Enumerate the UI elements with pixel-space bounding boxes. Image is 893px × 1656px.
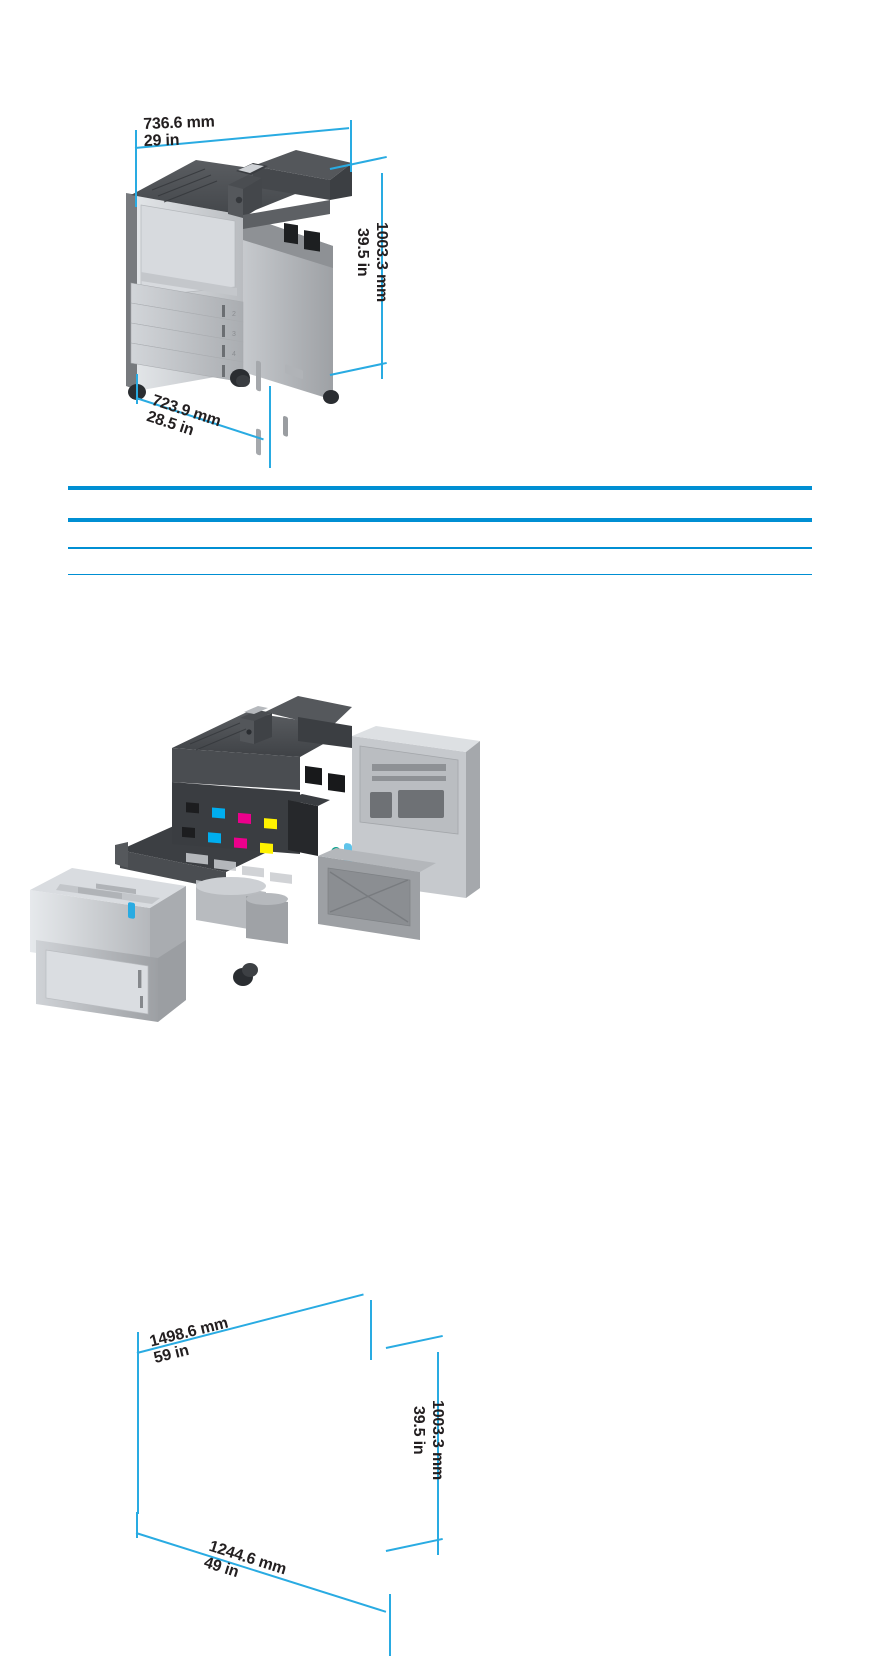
dim-label-depth-top: 736.6 mm 29 in: [143, 114, 216, 151]
table-rule-top: [68, 486, 812, 490]
dim-tick-depth-right: [370, 1300, 372, 1360]
dim-mm: 1003.3 mm: [373, 222, 390, 303]
dim-tick-width-right: [269, 386, 271, 468]
specifications-table: [68, 486, 812, 575]
table-rule-bottom: [68, 573, 812, 575]
printer-open-illustration: [30, 696, 480, 1022]
table-row: [68, 549, 812, 574]
dim-tick-width-left: [136, 1512, 138, 1538]
dim-tick-depth-left: [135, 130, 137, 207]
dim-label-height-in: 39.5 in: [410, 1406, 427, 1454]
table-row: [68, 522, 812, 547]
dim-tick-height-bottom: [385, 1537, 443, 1553]
dim-label-height-in: 39.5 in: [354, 228, 371, 276]
table-rule-header: [68, 518, 812, 522]
dim-tick-width-right: [389, 1594, 391, 1656]
table-rule-divider-1: [68, 547, 812, 549]
svg-text:2: 2: [232, 311, 236, 318]
dim-tick-depth-left: [137, 1332, 139, 1514]
dim-tick-depth-right: [350, 120, 352, 172]
svg-text:3: 3: [232, 331, 236, 338]
dim-mm: 1003.3 mm: [429, 1400, 446, 1481]
table-row: [68, 490, 812, 518]
figure-printer-closed: 2 3 4 5: [0, 0, 460, 470]
dim-in: 39.5 in: [354, 228, 371, 277]
dim-tick-width-left: [136, 374, 138, 404]
dim-label-height: 1003.3 mm: [373, 222, 390, 302]
dim-tick-height-top: [385, 1334, 443, 1350]
document-page: 2 3 4 5: [0, 0, 812, 1656]
figure-printer-open: 1498.6 mm 59 in 1003.3 mm 39.5 in 1244.6…: [0, 640, 560, 1656]
dim-label-height: 1003.3 mm: [429, 1400, 446, 1480]
dim-line-height: [381, 173, 384, 379]
dim-label-width-bottom: 1244.6 mm 49 in: [202, 1538, 289, 1595]
dim-mm: 736.6 mm: [143, 113, 215, 133]
dim-label-depth-top: 1498.6 mm 59 in: [148, 1315, 234, 1368]
svg-text:4: 4: [232, 351, 236, 358]
dim-in: 29 in: [143, 132, 180, 151]
printer-closed-illustration: 2 3 4 5: [126, 150, 352, 456]
dim-in: 39.5 in: [410, 1406, 427, 1455]
